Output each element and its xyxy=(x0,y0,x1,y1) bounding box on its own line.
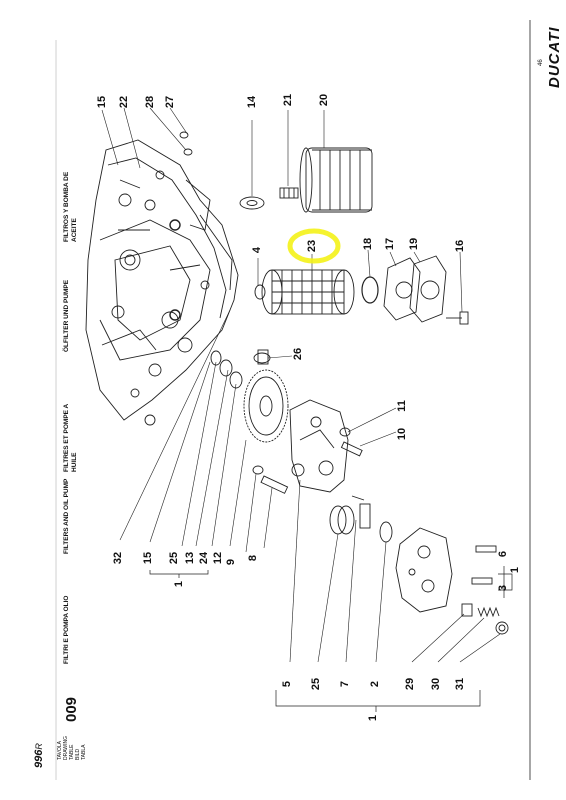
callout-16: 16 xyxy=(454,239,467,253)
callout-29: 29 xyxy=(404,677,417,691)
callout-6: 6 xyxy=(497,550,510,558)
callout-15-top: 15 xyxy=(96,95,109,109)
callout-18: 18 xyxy=(362,237,375,251)
callout-8: 8 xyxy=(247,554,260,562)
o-ring-4 xyxy=(254,284,266,300)
callout-3: 3 xyxy=(497,584,510,592)
callout-32: 32 xyxy=(112,551,125,565)
callout-15-bottom: 15 xyxy=(142,551,155,565)
callout-25-bottom: 25 xyxy=(310,677,323,691)
callout-24: 24 xyxy=(198,551,211,565)
callout-5: 5 xyxy=(281,680,294,688)
callout-12: 12 xyxy=(212,551,225,565)
callout-23: 23 xyxy=(306,239,319,253)
pump-gear xyxy=(243,369,289,443)
washer-14 xyxy=(239,196,265,210)
callout-7: 7 xyxy=(339,680,352,688)
relief-valve xyxy=(461,603,509,635)
callout-28: 28 xyxy=(144,95,157,109)
pump-cover xyxy=(395,527,453,613)
callout-13: 13 xyxy=(184,551,197,565)
callout-25-left: 25 xyxy=(168,551,181,565)
callout-11: 11 xyxy=(395,400,408,412)
callout-19: 19 xyxy=(408,237,421,251)
callout-30: 30 xyxy=(430,677,443,691)
screw-16 xyxy=(446,311,469,325)
callout-27: 27 xyxy=(164,95,177,109)
callout-17: 17 xyxy=(384,237,397,251)
callout-14: 14 xyxy=(246,95,259,109)
callout-22: 22 xyxy=(118,95,131,109)
highlight-circle xyxy=(287,228,341,264)
callout-4: 4 xyxy=(251,246,264,254)
gasket-17 xyxy=(383,257,421,321)
pump-body xyxy=(289,399,349,493)
callout-group-1-bottom: 1 xyxy=(367,714,380,722)
callout-group-1-right: 1 xyxy=(509,566,522,574)
crankcase-housing xyxy=(85,139,239,426)
callout-31: 31 xyxy=(454,677,467,691)
pump-rotors xyxy=(329,495,393,543)
callout-2: 2 xyxy=(369,680,382,688)
cover-19 xyxy=(409,255,447,323)
callout-26: 26 xyxy=(292,347,305,361)
oil-filter-cartridge xyxy=(299,147,373,213)
callout-21: 21 xyxy=(282,93,295,107)
callout-group-1-left: 1 xyxy=(173,580,186,588)
mesh-filter xyxy=(261,269,355,315)
o-ring-18 xyxy=(361,276,379,304)
callout-10: 10 xyxy=(396,427,409,441)
filter-nipple xyxy=(279,187,299,199)
callout-9: 9 xyxy=(225,558,238,566)
callout-20: 20 xyxy=(318,93,331,107)
